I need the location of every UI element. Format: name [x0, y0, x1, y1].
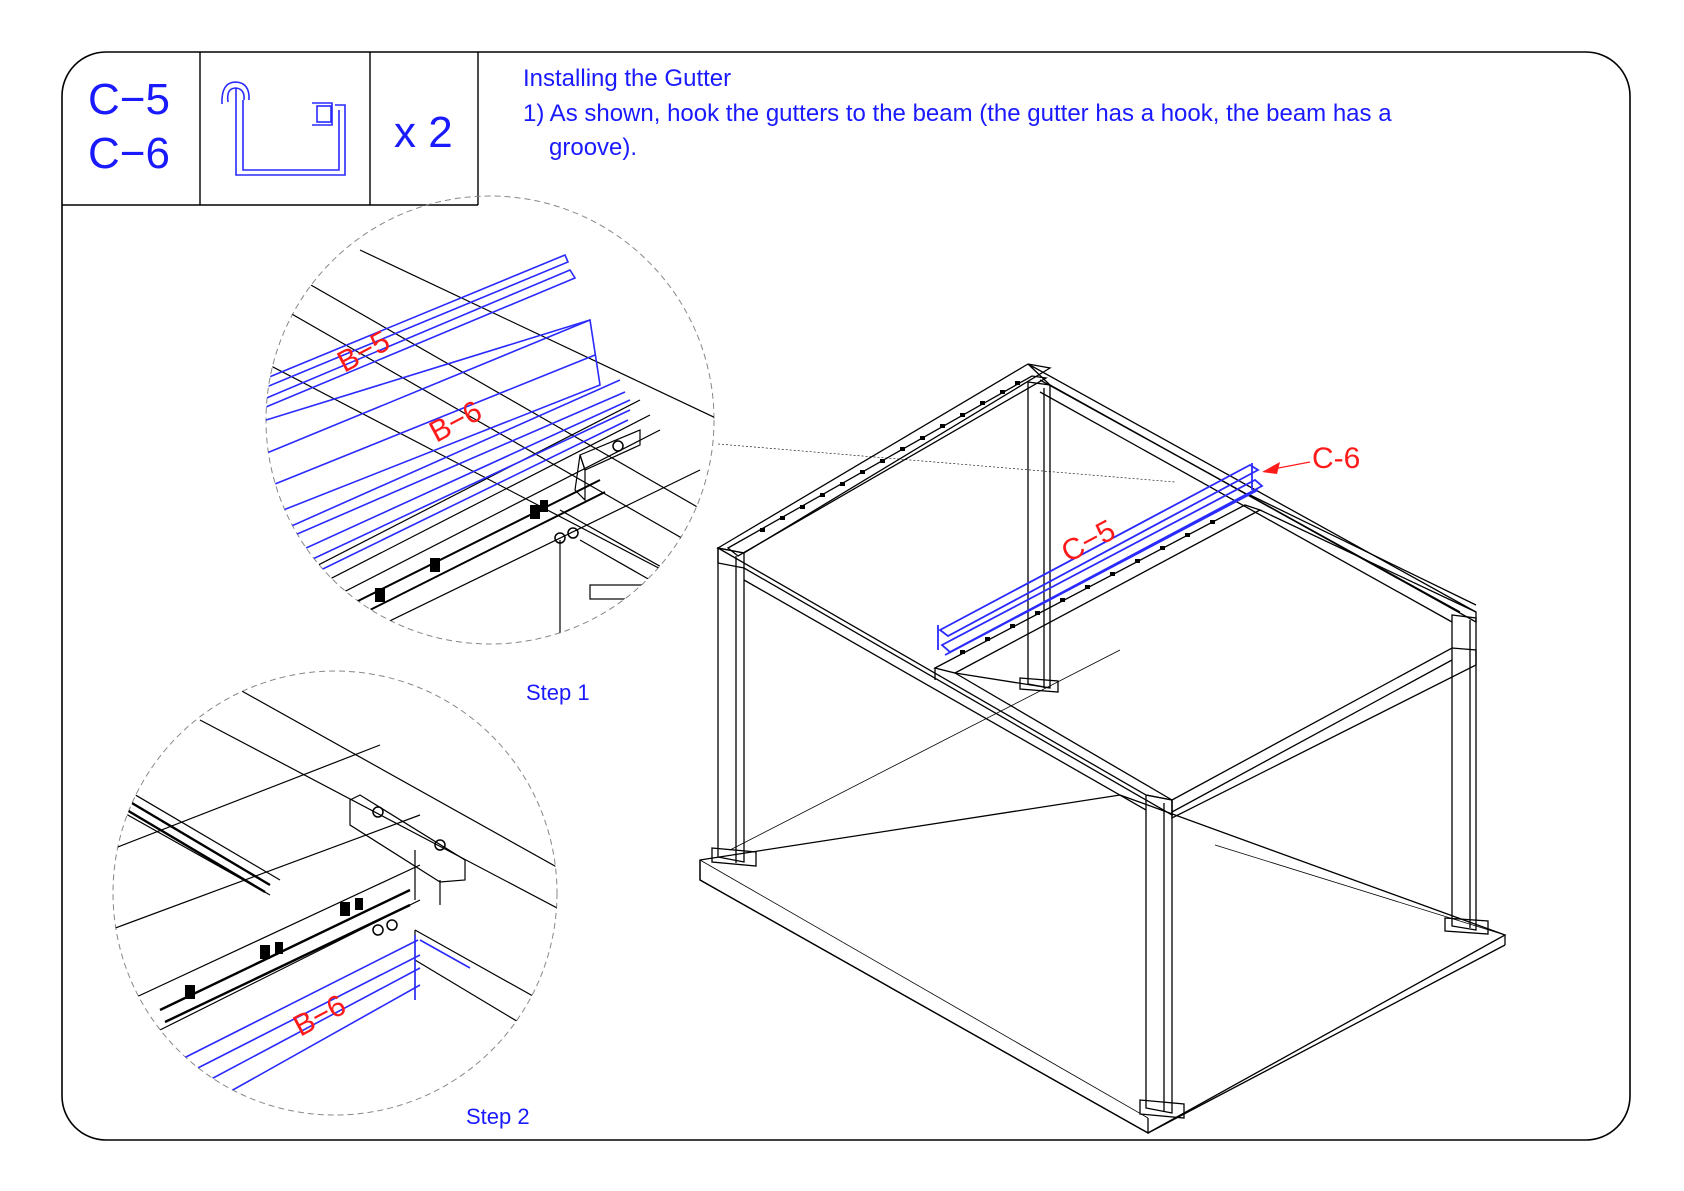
gutter-c5-c6-main	[938, 463, 1262, 655]
part-code-c5: C−5	[88, 78, 170, 122]
detail-view-step2	[110, 690, 580, 1100]
detail-view-step2-boundary	[113, 671, 557, 1115]
label-c6: C-6	[1312, 442, 1360, 476]
instruction-step-line2: groove).	[549, 134, 637, 162]
pergola-assembly	[700, 364, 1505, 1133]
part-quantity: x 2	[394, 108, 453, 158]
step1-caption: Step 1	[526, 680, 590, 706]
detail-view-step1	[250, 250, 720, 650]
instruction-title: Installing the Gutter	[523, 65, 731, 93]
step2-caption: Step 2	[466, 1104, 530, 1130]
part-code-c6: C−6	[88, 132, 170, 176]
instruction-step-line1: 1) As shown, hook the gutters to the bea…	[523, 100, 1392, 128]
c6-callout-arrow	[1262, 462, 1310, 474]
sheet-border	[62, 52, 1630, 1140]
gutter-profile-icon	[222, 82, 345, 175]
